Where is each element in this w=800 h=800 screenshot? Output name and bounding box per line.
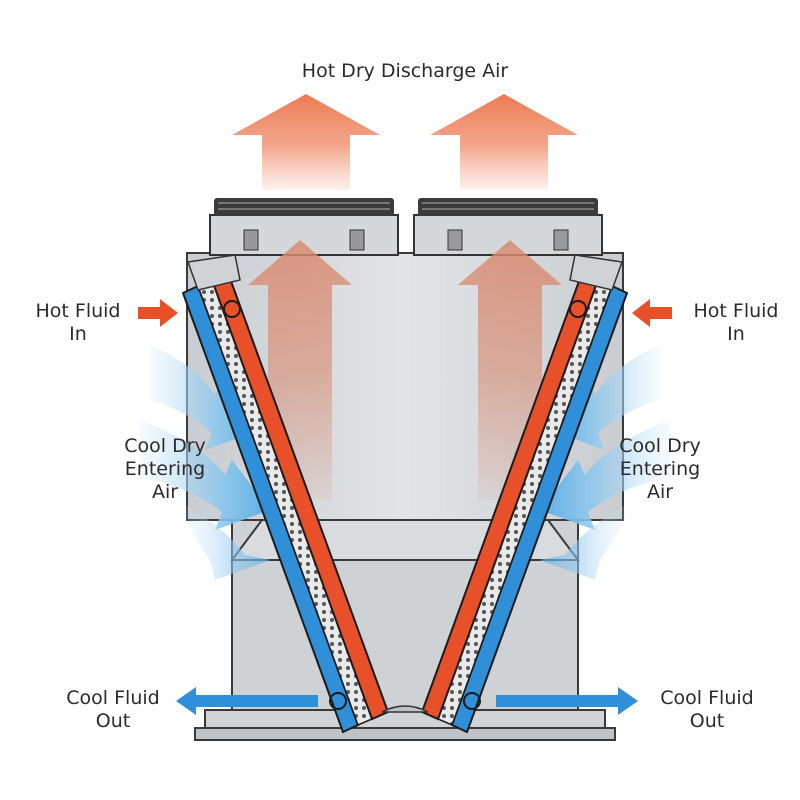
hot-fluid-arrow-icon-left [138,299,178,327]
fan-right [413,198,603,256]
hot-fluid-arrow-icon-right [632,299,672,327]
cool-fluid-arrow-icon-right [496,687,638,715]
coil-left [181,254,390,734]
coil-right [420,254,629,734]
label-cool-dry-entering-air-left: Cool Dry Entering Air [124,435,206,503]
base-center-trough [381,705,429,713]
label-cool-fluid-out-right: Cool Fluid Out [660,687,754,732]
label-cool-dry-entering-air-right: Cool Dry Entering Air [619,435,701,503]
label-hot-fluid-in-left: Hot Fluid In [35,300,121,345]
label-hot-fluid-in-right: Hot Fluid In [693,300,779,345]
label-cool-fluid-out-left: Cool Fluid Out [66,687,160,732]
hot-air-arrow-icon-left [232,94,380,190]
label-hot-dry-discharge-air: Hot Dry Discharge Air [301,60,509,82]
cool-fluid-arrow-icon-left [176,687,318,715]
hot-air-arrow-icon-right [430,94,578,190]
